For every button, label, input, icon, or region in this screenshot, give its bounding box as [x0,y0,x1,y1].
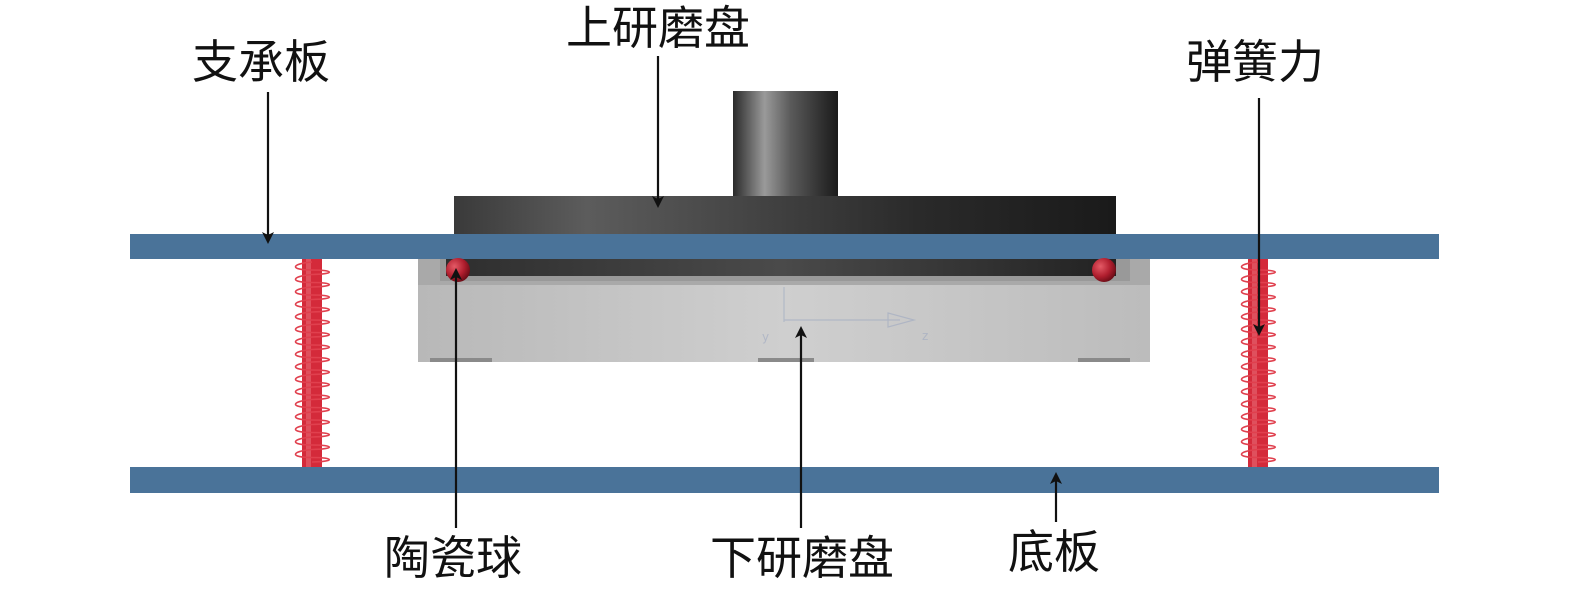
spring-coil [294,348,331,363]
ceramic-ball-left [446,258,470,282]
label-support-plate: 支承板 [192,35,330,89]
spring-coil [1240,398,1277,413]
spring-coil [1240,448,1277,463]
spring-coil [1240,423,1277,438]
spring-coil [294,261,331,276]
spring-coil [294,436,331,451]
spring-coil [1240,373,1277,388]
label-upper-grinding-disc: 上研磨盘 [566,1,750,55]
upper-disc-recess [446,259,1116,276]
spring-coil [294,411,331,426]
axis-y-label: y [762,330,769,344]
coordinate-axis: y z [762,287,928,344]
label-base-plate: 底板 [1008,525,1100,579]
label-ceramic-ball: 陶瓷球 [384,531,522,585]
left-spring [294,259,331,467]
support-plate [130,234,1439,259]
ceramic-ball-right [1092,258,1116,282]
spring-coil [294,336,331,351]
spring-coil [294,398,331,413]
spring-coil [1240,348,1277,363]
label-lower-grinding-disc: 下研磨盘 [710,531,894,585]
upper-grinding-disc [454,91,1116,236]
spring-coil [294,273,331,288]
spring-coil [1240,411,1277,426]
spring-coil [294,386,331,401]
spring-coil [294,298,331,313]
spring-coil [294,286,331,301]
label-spring-force: 弹簧力 [1186,35,1324,89]
spring-coil [294,423,331,438]
spring-coil [1240,336,1277,351]
axis-z-label: z [922,329,928,343]
spring-coil [1240,361,1277,376]
spring-coil [294,361,331,376]
spring-coil [1240,386,1277,401]
spring-coil [294,311,331,326]
leader-arrows [262,56,1265,528]
spring-coil [1240,436,1277,451]
base-plate [130,467,1439,493]
spring-coil [294,373,331,388]
spring-coil [294,323,331,338]
spring-coil [294,448,331,463]
